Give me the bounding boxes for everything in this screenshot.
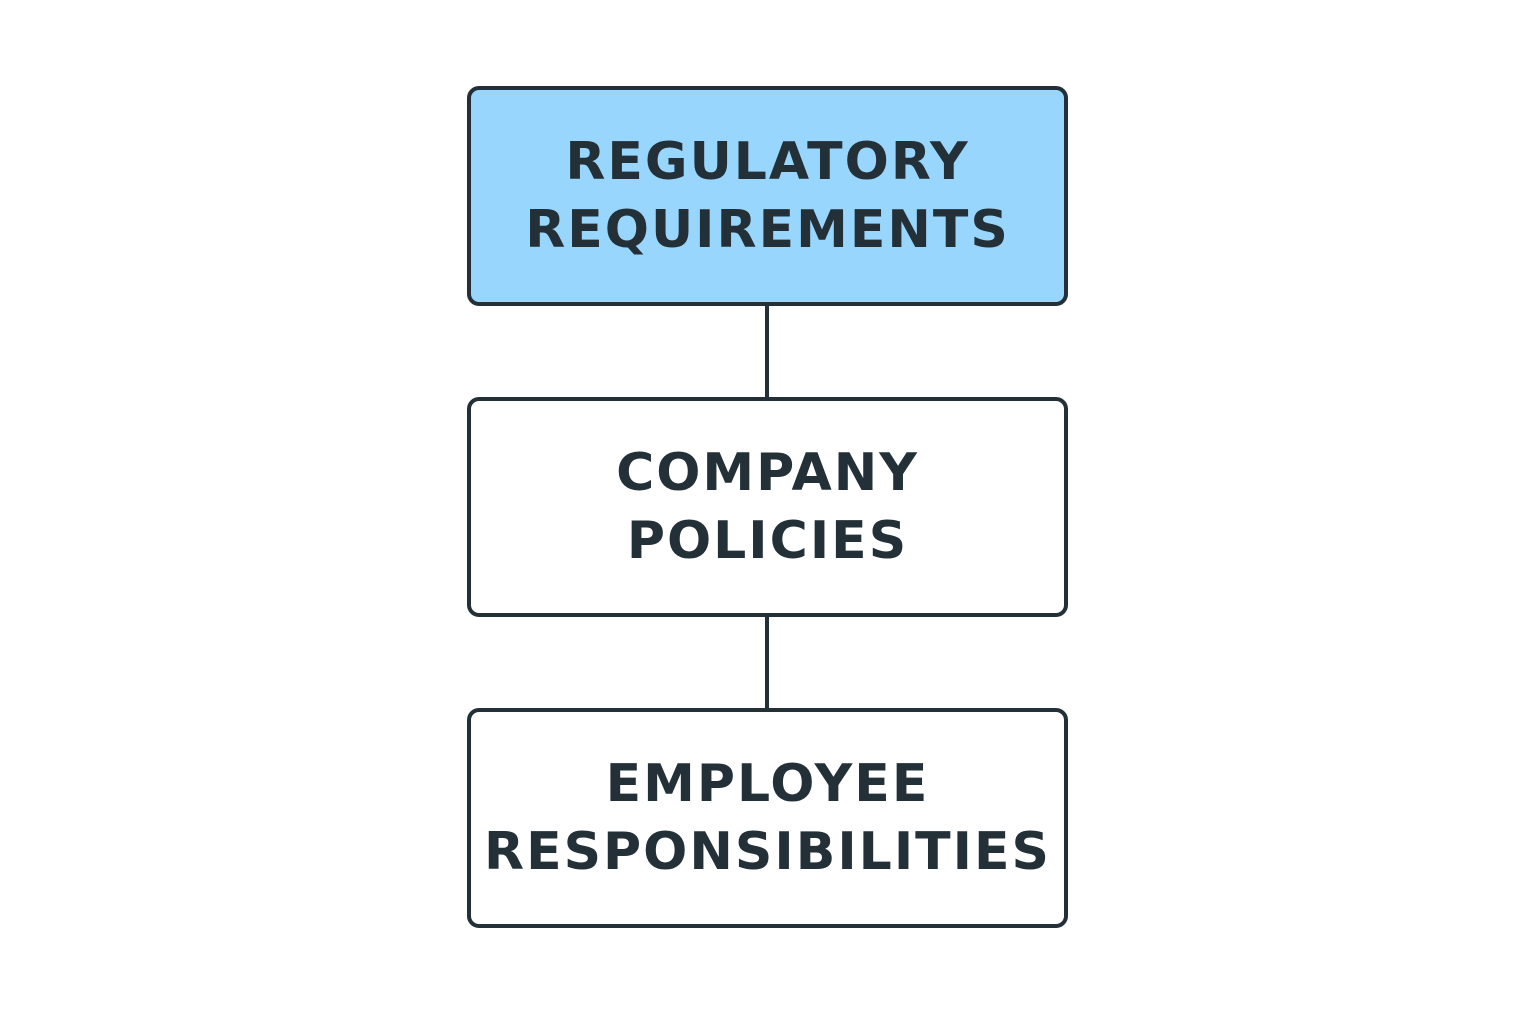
node-company-policies: COMPANY POLICIES [467, 397, 1068, 617]
node-label-line: RESPONSIBILITIES [484, 822, 1051, 882]
node-label-line: COMPANY [616, 443, 919, 503]
node-label-line: EMPLOYEE [605, 754, 930, 814]
node-label-line: POLICIES [626, 511, 909, 571]
connector-regulatory-to-company [765, 306, 769, 397]
node-employee-responsibilities: EMPLOYEE RESPONSIBILITIES [467, 708, 1068, 928]
connector-company-to-employee [765, 617, 769, 708]
node-regulatory-requirements: REGULATORY REQUIREMENTS [467, 86, 1068, 306]
node-label-line: REGULATORY [565, 132, 970, 192]
node-label-line: REQUIREMENTS [525, 200, 1010, 260]
